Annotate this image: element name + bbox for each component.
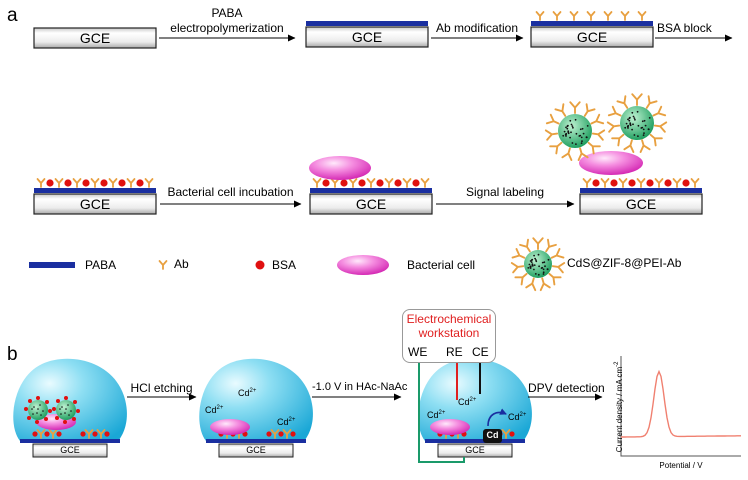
gce-electrode [579, 193, 703, 215]
cd-ion: Cd2+ [458, 397, 477, 407]
nanoprobe-icon [52, 396, 80, 424]
gce-label: GCE [576, 29, 608, 45]
panel-label-a: a [7, 5, 18, 26]
legend-bsa-label: BSA [272, 258, 297, 272]
gce-electrode [437, 443, 513, 458]
gce-electrode [33, 27, 157, 49]
bacterial-cell-icon [579, 151, 643, 175]
cd-deposit [483, 429, 502, 443]
bacterial-cell-icon [210, 419, 250, 435]
row2 [33, 93, 703, 215]
legend-nanoprobe-label: CdS@ZIF-8@PEI-Ab [567, 256, 682, 270]
gce-label: GCE [60, 445, 80, 455]
dpv-x-axis-label: Potential / V [659, 461, 703, 470]
legend-paba-label: PABA [85, 258, 117, 272]
re-label: RE [446, 345, 463, 359]
gce-electrode [218, 443, 294, 458]
step-hcl-etching: HCl etching [130, 381, 193, 395]
step-signal-labeling: Signal labeling [465, 185, 545, 199]
gce-label: GCE [351, 29, 383, 45]
cd-oxidation-arrow [487, 408, 507, 427]
legend-cell-label: Bacterial cell [407, 258, 476, 272]
cd-ion: Cd2+ [205, 405, 224, 415]
gce-label: GCE [625, 196, 657, 212]
panel-label-b: b [7, 344, 18, 365]
bacterial-cell-icon [337, 255, 389, 275]
legend-ab-label: Ab [174, 257, 189, 271]
droplet-1 [13, 358, 127, 458]
step-dpv-detection: DPV detection [528, 381, 605, 395]
cd-metal-label: Cd [486, 430, 499, 440]
step-ab-modification: Ab modification [435, 21, 519, 35]
workstation-title-2: workstation [418, 326, 480, 340]
cd-ion: Cd2+ [508, 412, 527, 422]
gce-electrode [530, 26, 654, 48]
gce-label: GCE [246, 445, 266, 455]
paba-layer [306, 21, 428, 26]
antibody-row [535, 11, 647, 21]
droplet-3 [418, 358, 532, 458]
legend-paba-swatch [29, 262, 75, 268]
ab-bsa-row [36, 178, 154, 188]
nanoprobe-icon [24, 396, 52, 424]
gce-label: GCE [79, 30, 111, 46]
nanoprobe-icon [544, 101, 606, 161]
workstation-title-1: Electrochemical [406, 312, 492, 326]
row1 [33, 11, 733, 49]
bsa-dot-icon [255, 260, 265, 270]
antibody-icon [158, 260, 168, 270]
we-label: WE [408, 345, 428, 359]
cd-ion: Cd2+ [427, 410, 446, 420]
gce-label: GCE [79, 196, 111, 212]
nanoprobe-icon [510, 237, 566, 292]
step-paba-line2: electropolymerization [170, 21, 284, 35]
workstation-box [402, 309, 496, 363]
step-voltage: -1.0 V in HAc-NaAc [312, 381, 408, 393]
nanoprobe-icon [606, 93, 668, 153]
cd-ion: Cd2+ [238, 388, 257, 398]
paba-layer [531, 21, 653, 26]
step-paba-line1: PABA [211, 6, 243, 20]
dpv-plot [620, 356, 741, 457]
legend [29, 237, 566, 292]
dpv-axes [620, 356, 741, 457]
bacterial-cell-icon [430, 419, 470, 435]
we-wire [418, 362, 465, 463]
dpv-y-axis-label: Current density / mA cm-2 [614, 361, 624, 453]
gce-electrode [32, 443, 108, 458]
gce-electrode [33, 193, 157, 215]
step-bsa-block: BSA block [657, 21, 712, 35]
gce-label: GCE [355, 196, 387, 212]
dpv-curve [621, 369, 741, 438]
gce-electrode [309, 193, 433, 215]
ce-label: CE [472, 345, 489, 359]
gce-electrode [305, 26, 429, 48]
gce-label: GCE [465, 445, 485, 455]
cd-ion: Cd2+ [277, 417, 296, 427]
step-incubation: Bacterial cell incubation [167, 185, 294, 199]
droplet-2 [199, 358, 313, 458]
bacterial-cell-icon [309, 156, 371, 180]
